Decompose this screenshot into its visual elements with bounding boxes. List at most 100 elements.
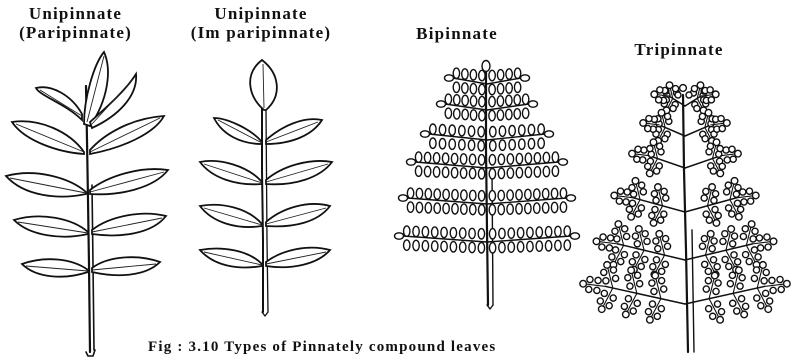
tripinnate-leaflet: [606, 245, 612, 251]
tripinnate-leaflet: [646, 116, 652, 122]
tripinnate-leaflet: [760, 262, 767, 269]
tripinnate-leaflet: [694, 105, 700, 111]
tripinnate-leaflet: [763, 269, 769, 275]
tripinnate-leaflet: [612, 247, 618, 253]
tripinnate-leaflet: [742, 226, 748, 232]
tripinnate-leaflet: [710, 313, 716, 319]
tripinnate-leaflet: [731, 252, 737, 258]
tripinnate-leaflet: [764, 234, 770, 240]
tripinnate-leaflet: [649, 280, 655, 286]
tripinnate-leaflet: [629, 150, 636, 157]
tripinnate-leaflet: [675, 92, 681, 98]
tripinnate-leaflet: [635, 211, 641, 217]
tripinnate-leaflet: [703, 286, 709, 292]
tripinnate-leaflet: [640, 120, 647, 127]
tripinnate-leaflet: [710, 168, 716, 174]
tripinnate-leaflet: [657, 143, 663, 149]
tripinnate-leaflet: [628, 267, 635, 274]
tripinnate-leaflet: [753, 267, 759, 273]
tripinnate-leaflet: [656, 231, 663, 238]
tripinnate-leaflet: [724, 120, 731, 127]
tripinnate-leaflet: [715, 212, 721, 218]
tripinnate-leaflet: [707, 231, 714, 238]
tripinnate-leaflet: [784, 280, 791, 287]
tripinnate-leaflet: [629, 200, 635, 206]
tripinnate-leaflet: [634, 272, 640, 278]
tripinnate-leaflet: [625, 275, 631, 281]
tripinnate-leaflet: [722, 256, 728, 262]
tripinnate-leaflet: [730, 300, 736, 306]
tripinnate-leaflet: [717, 170, 724, 177]
tripinnate-leaflet: [703, 188, 709, 194]
tripinnate-leaflet: [763, 290, 769, 296]
tripinnate-leaflet: [647, 146, 653, 152]
tripinnate-leaflet: [708, 97, 714, 103]
tripinnate-leaflet: [636, 226, 643, 233]
tripinnate-leaflet: [723, 147, 729, 153]
tripinnate-leaflet: [735, 150, 742, 157]
tripinnate-leaflet: [711, 272, 718, 279]
tripinnate-leaflet: [726, 263, 732, 269]
tripinnate-leaflet: [632, 178, 639, 185]
tripinnate-leaflet: [601, 290, 607, 296]
tripinnate-leaflet: [632, 233, 638, 239]
tripinnate-leaflet: [697, 82, 704, 89]
tripinnate-leaflet: [658, 217, 664, 223]
tripinnate-leaflet: [738, 206, 744, 212]
tripinnate-leaflet: [734, 200, 740, 206]
tripinnate-leaflet: [654, 168, 660, 174]
tripinnate-leaflet: [666, 82, 673, 89]
tripinnate-leaflet: [616, 198, 622, 204]
tripinnate-leaflet: [770, 287, 776, 293]
tripinnate-leaflet: [634, 156, 640, 162]
tripinnate-leaflet: [738, 296, 744, 302]
tripinnate-leaflet: [729, 272, 735, 278]
tripinnate-leaflet: [706, 217, 712, 223]
tripinnate-leaflet: [730, 241, 736, 247]
tripinnate-leaflet: [714, 301, 720, 307]
tripinnate-leaflet: [761, 278, 767, 284]
tripinnate-leaflet: [740, 189, 746, 195]
tripinnate-leaflet: [712, 206, 718, 212]
tripinnate-leaflet: [635, 146, 641, 152]
tripinnate-leaflet: [642, 231, 648, 237]
tripinnate-leaflet: [739, 275, 745, 281]
tripinnate-leaflet: [719, 163, 725, 169]
tripinnate-leaflet: [707, 87, 713, 93]
tripinnate-leaflet: [751, 247, 757, 253]
tripinnate-leaflet: [634, 300, 640, 306]
tripinnate-leaflet: [734, 308, 740, 314]
tripinnate-leaflet: [586, 286, 592, 292]
tripinnate-leaflet: [717, 146, 723, 152]
tripinnate-leaflet: [664, 243, 670, 249]
tripinnate-leaflet: [752, 228, 758, 234]
tripinnate-leaflet: [614, 236, 620, 242]
tripinnate-leaflet: [710, 257, 716, 263]
tripinnate-leaflet: [733, 191, 739, 197]
tripinnate-leaflet: [741, 199, 747, 205]
tripinnate-leaflet: [717, 316, 724, 323]
tripinnate-leaflet: [705, 268, 711, 274]
tripinnate-leaflet: [623, 199, 629, 205]
tripinnate-leaflet: [714, 264, 720, 270]
tripinnate-leaflet: [650, 220, 657, 227]
tripinnate-leaflet: [663, 236, 669, 242]
tripinnate-leaflet: [743, 303, 749, 309]
tripinnate-leaflet: [712, 191, 718, 197]
tripinnate-leaflet: [597, 298, 603, 304]
tripinnate-leaflet: [740, 233, 746, 239]
tripinnate-leaflet: [713, 139, 720, 146]
tripinnate-leaflet: [612, 275, 618, 281]
tripinnate-leaflet: [621, 252, 627, 258]
tripinnate-leaflet: [653, 238, 659, 244]
tripinnate-leaflet: [746, 258, 752, 264]
tripinnate-leaflet: [722, 231, 728, 237]
tripinnate-leaflet: [750, 236, 756, 242]
tripinnate-leaflet: [652, 206, 658, 212]
tripinnate-leaflet: [715, 280, 721, 286]
tripinnate-leaflet: [649, 301, 655, 307]
tripinnate-leaflet: [650, 139, 657, 146]
tripinnate-leaflet: [755, 254, 761, 260]
tripinnate-leaflet: [625, 296, 631, 302]
tripinnate-leaflet: [598, 306, 605, 313]
